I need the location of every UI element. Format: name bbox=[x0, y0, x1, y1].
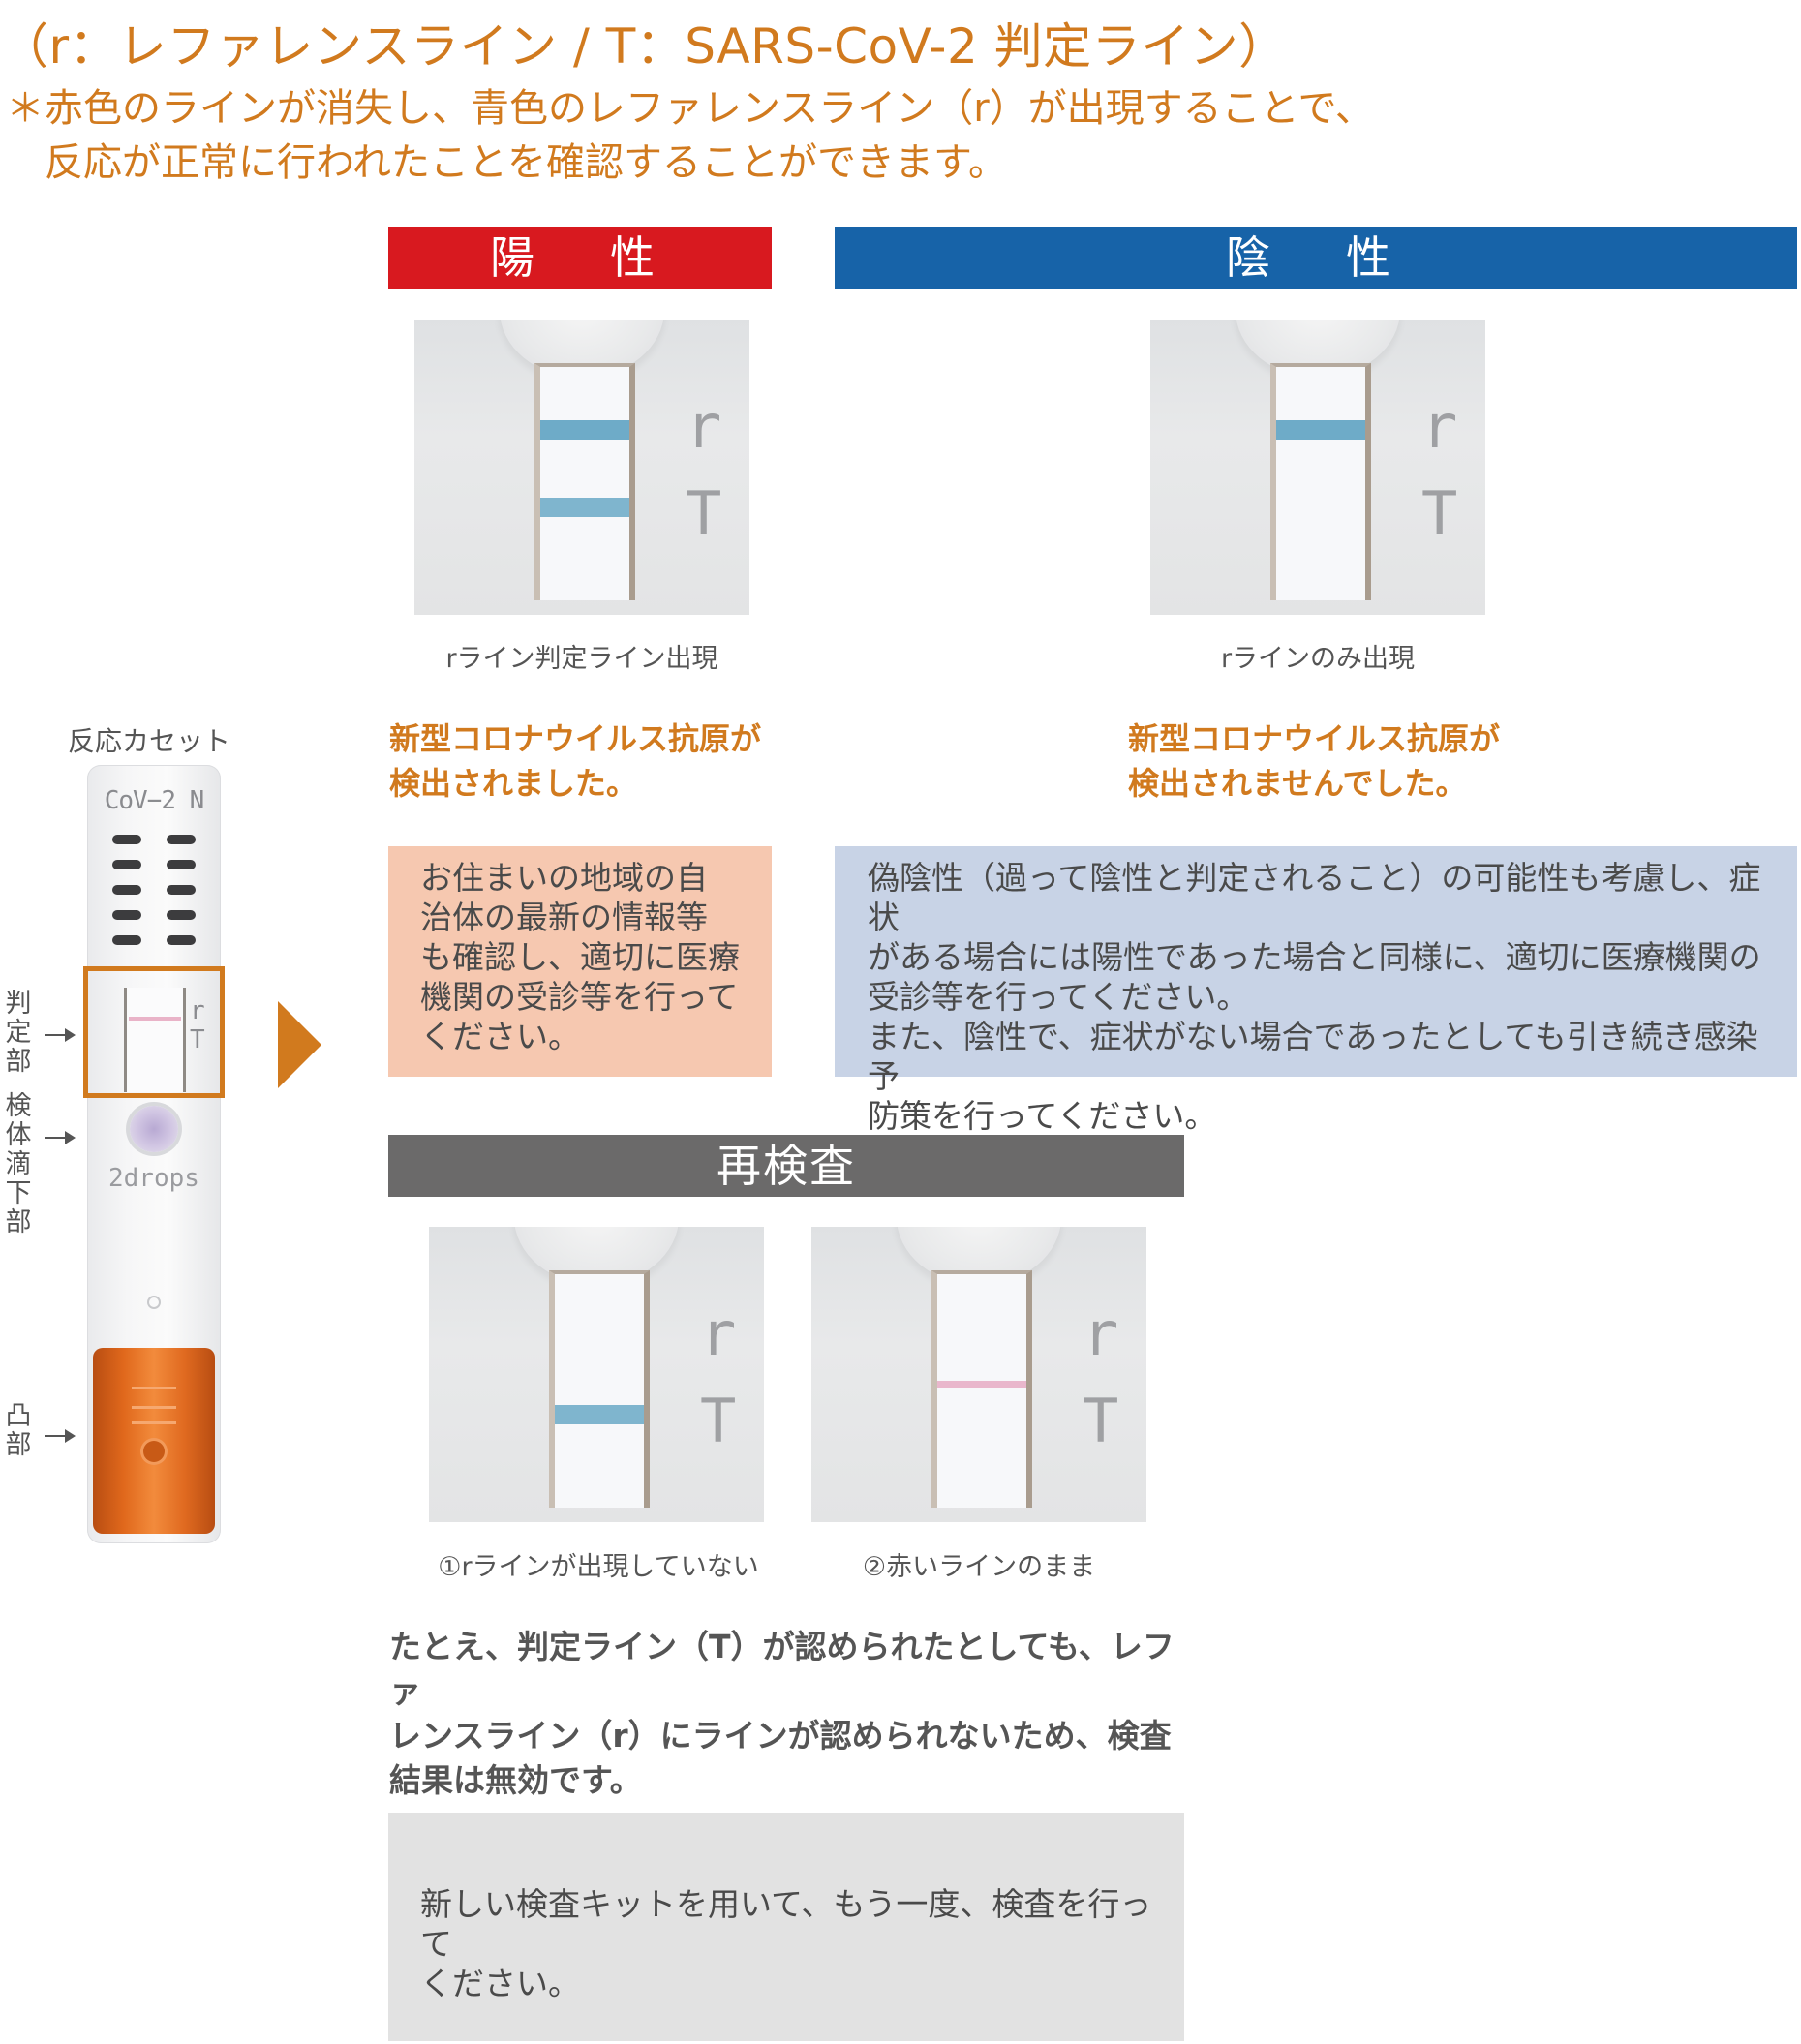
cassette-brand: CoV−2 N bbox=[104, 786, 205, 815]
reaction-cassette: CoV−2 N r T 2drops bbox=[83, 765, 225, 1543]
vent-slot-icon bbox=[167, 885, 196, 895]
advice-line: 受診等を行ってください。 bbox=[868, 978, 1249, 1016]
retest-caption-1: ①rラインが出現していない bbox=[438, 1552, 759, 1582]
protrusion-dot bbox=[143, 1441, 165, 1462]
retest-explanation: たとえ、判定ライン（T）が認められたとしても、レファ レンスライン（r）にライン… bbox=[389, 1625, 1183, 1803]
r-label: r bbox=[1421, 391, 1458, 462]
vent-slot-icon bbox=[167, 935, 196, 945]
negative-result-photo: r T bbox=[1150, 320, 1485, 615]
vent-slot-icon bbox=[112, 910, 141, 920]
negative-headline: 新型コロナウイルス抗原が 検出されませんでした。 bbox=[1128, 717, 1573, 806]
headline-line: 検出されませんでした。 bbox=[1128, 765, 1467, 802]
explanation-line: 結果は無効です。 bbox=[389, 1761, 642, 1799]
advice-line: ください。 bbox=[420, 1018, 580, 1055]
vent-slot-icon bbox=[167, 835, 196, 844]
judgment-highlight-frame bbox=[83, 966, 225, 1098]
judgment-part-text: 判定部 bbox=[5, 989, 32, 1077]
ridge bbox=[132, 1421, 176, 1424]
t-label: T bbox=[700, 1386, 737, 1456]
advice-line: も確認し、適切に医療 bbox=[420, 938, 740, 976]
advice-line: 機関の受診等を行って bbox=[420, 978, 739, 1016]
r-label: r bbox=[686, 391, 722, 462]
negative-advice-box: 偽陰性（過って陰性と判定されること）の可能性も考慮し、症状 がある場合には陽性で… bbox=[835, 846, 1797, 1135]
test-strip bbox=[549, 1270, 650, 1508]
advice-line: 防策を行ってください。 bbox=[868, 1097, 1217, 1135]
vent-slot-icon bbox=[112, 935, 141, 945]
sample-part-text: 検体滴下部 bbox=[5, 1091, 32, 1237]
explanation-line: たとえ、判定ライン（T）が認められたとしても、レファ bbox=[389, 1628, 1175, 1710]
retest-photo-2: r T bbox=[811, 1227, 1146, 1522]
t-label: T bbox=[1421, 478, 1458, 549]
red-line bbox=[937, 1381, 1026, 1388]
headline-line: 新型コロナウイルス抗原が bbox=[1128, 720, 1501, 757]
cassette-t-label: T bbox=[190, 1025, 205, 1054]
advice-line: 偽陰性（過って陰性と判定されること）の可能性も考慮し、症状 bbox=[868, 859, 1761, 936]
positive-caption: rライン判定ライン出現 bbox=[445, 644, 718, 674]
positive-header: 陽 性 bbox=[388, 227, 772, 289]
advice-line: 治体の最新の情報等 bbox=[420, 899, 708, 936]
red-line bbox=[129, 1017, 181, 1021]
ridge bbox=[132, 1387, 176, 1389]
headline-line: 新型コロナウイルス抗原が bbox=[389, 720, 762, 757]
protrusion-text: 凸部 bbox=[5, 1401, 32, 1460]
arrow-right-icon bbox=[45, 1429, 76, 1443]
arrow-right-icon bbox=[45, 1131, 76, 1144]
cassette-drops-label: 2drops bbox=[108, 1164, 199, 1193]
retest-header: 再検査 bbox=[388, 1135, 1184, 1197]
headline-line: 検出されました。 bbox=[389, 765, 638, 802]
vent-slot-icon bbox=[167, 860, 196, 869]
vent-slot-icon bbox=[112, 860, 141, 869]
judgment-part-label: 判定部 bbox=[4, 990, 33, 1077]
retest-photo-1: r T bbox=[429, 1227, 764, 1522]
ridge bbox=[132, 1406, 176, 1409]
explanation-line: レンスライン（r）にラインが認められないため、検査 bbox=[389, 1717, 1172, 1754]
vent-slot-icon bbox=[112, 835, 141, 844]
cassette-title: 反応カセット bbox=[68, 725, 231, 757]
t-label: T bbox=[686, 478, 722, 549]
retest-advice-box: 新しい検査キットを用いて、もう一度、検査を行って ください。 bbox=[388, 1813, 1184, 2041]
reference-line bbox=[1276, 420, 1365, 440]
advice-line: お住まいの地域の自 bbox=[420, 859, 708, 897]
note-line-1: ＊赤色のラインが消失し、青色のレファレンスライン（r）が出現することで、 bbox=[6, 86, 1374, 131]
arrow-right-icon bbox=[45, 1028, 76, 1042]
test-line bbox=[555, 1405, 644, 1424]
positive-headline: 新型コロナウイルス抗原が 検出されました。 bbox=[389, 717, 796, 806]
advice-line: ください。 bbox=[420, 1965, 580, 2002]
advice-line: また、陰性で、症状がない場合であったとしても引き続き感染予 bbox=[868, 1018, 1758, 1095]
protrusion-label: 凸部 bbox=[4, 1402, 33, 1460]
r-label: r bbox=[1083, 1298, 1119, 1369]
advice-line: 新しい検査キットを用いて、もう一度、検査を行って bbox=[420, 1885, 1152, 1963]
arrow-right-icon bbox=[278, 1001, 321, 1088]
negative-caption: rラインのみ出現 bbox=[1220, 644, 1416, 674]
test-strip bbox=[931, 1270, 1032, 1508]
test-strip bbox=[534, 363, 635, 600]
negative-header: 陰 性 bbox=[835, 227, 1797, 289]
t-label: T bbox=[1083, 1386, 1119, 1456]
test-strip bbox=[1270, 363, 1371, 600]
positive-result-photo: r T bbox=[414, 320, 749, 615]
cassette-r-label: r bbox=[190, 996, 205, 1025]
advice-line: がある場合には陽性であった場合と同様に、適切に医療機関の bbox=[868, 938, 1761, 976]
reference-legend: （r：レファレンスライン / T：SARS-CoV-2 判定ライン） bbox=[0, 18, 1288, 75]
reference-line bbox=[540, 420, 629, 440]
sample-well bbox=[130, 1106, 178, 1152]
positive-advice-box: お住まいの地域の自 治体の最新の情報等 も確認し、適切に医療 機関の受診等を行っ… bbox=[388, 846, 772, 1077]
vent-slot-icon bbox=[112, 885, 141, 895]
r-label: r bbox=[700, 1298, 737, 1369]
retest-caption-2: ②赤いラインのまま bbox=[862, 1552, 1096, 1582]
cassette-result-window bbox=[124, 988, 186, 1092]
vent-slot-icon bbox=[167, 910, 196, 920]
protrusion-cap bbox=[93, 1348, 215, 1534]
note-line-2: 反応が正常に行われたことを確認することができます。 bbox=[6, 136, 1007, 190]
note-line-2-text: 反応が正常に行われたことを確認することができます。 bbox=[45, 140, 1007, 185]
cassette-hole bbox=[147, 1296, 161, 1309]
sample-part-label: 検体滴下部 bbox=[4, 1092, 33, 1237]
test-line bbox=[540, 498, 629, 517]
